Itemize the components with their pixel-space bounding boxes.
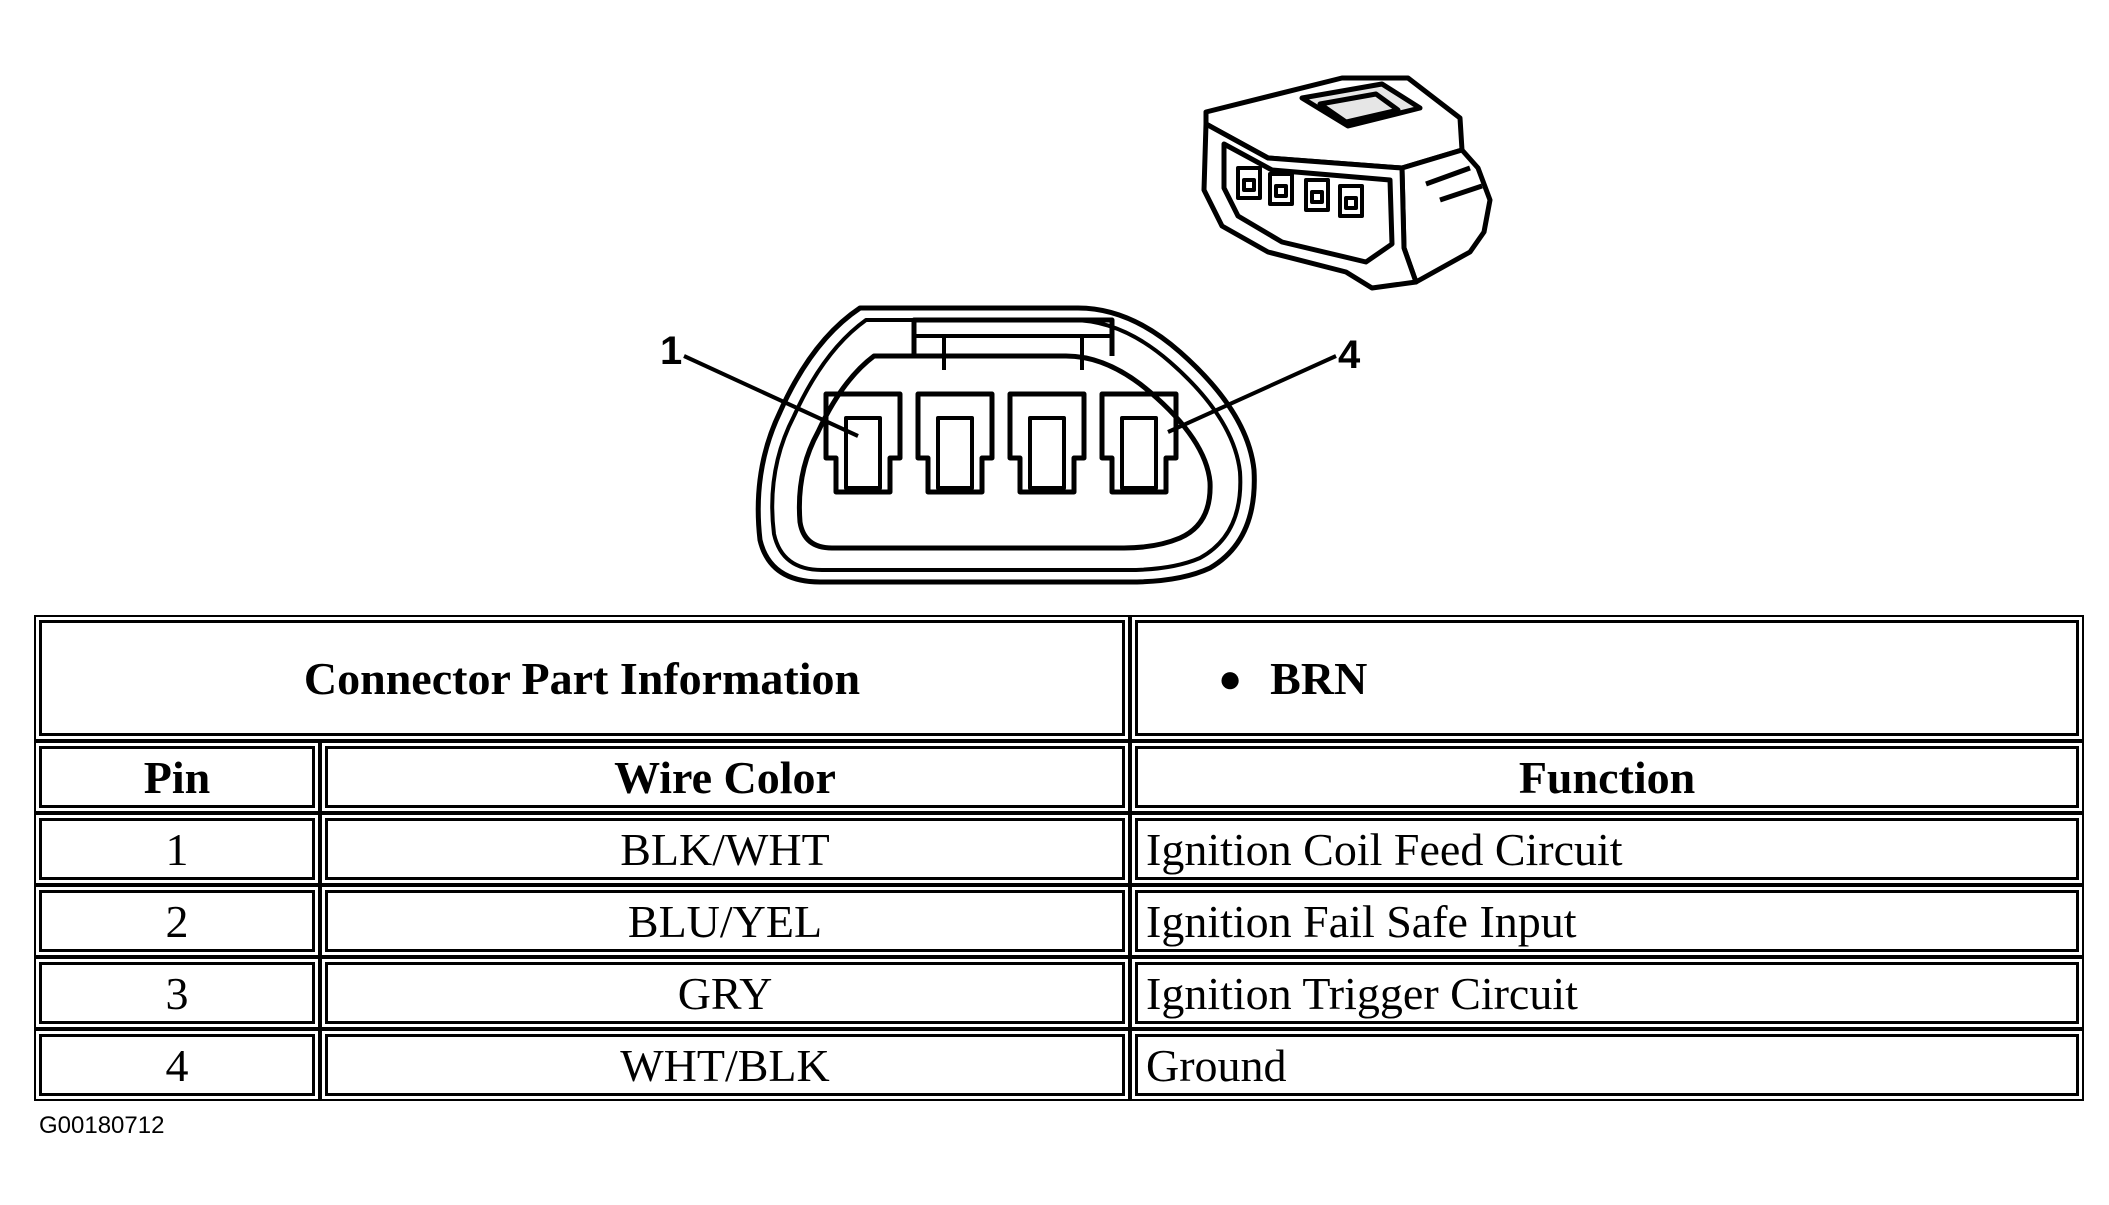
table-row-pin: 4 [34, 1029, 320, 1101]
connector-3d-latch [1299, 81, 1423, 129]
connector-second-contour [770, 318, 1243, 572]
connector-3d-front [1201, 121, 1419, 291]
pin-1-label: 1 [660, 329, 682, 373]
pin-4-leader-line [1167, 354, 1337, 434]
connector-outer-shell [755, 305, 1257, 585]
pin-1-leader-line [683, 354, 859, 438]
table-row-function: Ground [1130, 1029, 2084, 1101]
col-header-function: Function [1130, 741, 2084, 813]
connector-3d-latch-slot [1317, 91, 1401, 125]
table-row-function: Ignition Trigger Circuit [1130, 957, 2084, 1029]
connector-face-view [683, 305, 1337, 585]
connector-inner-face [796, 353, 1213, 551]
table-row-wire-color: BLU/YEL [320, 885, 1130, 957]
table-row-function: Ignition Fail Safe Input [1130, 885, 2084, 957]
part-info-label-cell: Connector Part Information [34, 615, 1130, 741]
table-row-pin: 2 [34, 885, 320, 957]
table-row-pin: 3 [34, 957, 320, 1029]
connector-3d-side-ridge [1425, 165, 1483, 203]
pin-4-label: 4 [1338, 333, 1361, 377]
connector-3d-front-inner [1221, 141, 1395, 265]
table-row-wire-color: GRY [320, 957, 1130, 1029]
terminal-cavity [1099, 391, 1179, 495]
connector-pinout-table: Connector Part Information ● BRN Pin Wir… [34, 615, 2084, 1108]
terminal-cavity [823, 391, 903, 495]
part-info-label: Connector Part Information [303, 652, 861, 704]
part-info-value: BRN [1270, 652, 1368, 704]
figure-code: G00180712 [39, 1112, 165, 1139]
table-row-wire-color: BLK/WHT [320, 813, 1130, 885]
connector-diagram: 1 4 [660, 75, 1493, 585]
col-header-pin: Pin [34, 741, 320, 813]
col-header-wire-color: Wire Color [320, 741, 1130, 813]
connector-3d-terminals [1236, 166, 1364, 218]
bullet-icon: ● [1218, 655, 1243, 701]
connector-3d-view [1201, 75, 1493, 291]
terminal-cavity [915, 391, 995, 495]
table-row-function: Ignition Coil Feed Circuit [1130, 813, 2084, 885]
connector-3d-side [1399, 147, 1493, 285]
connector-lock-tab-inner [942, 334, 1084, 370]
terminal-cavity [1007, 391, 1087, 495]
table-row-wire-color: WHT/BLK [320, 1029, 1130, 1101]
table-row-pin: 1 [34, 813, 320, 885]
part-info-value-cell: ● BRN [1130, 615, 2084, 741]
